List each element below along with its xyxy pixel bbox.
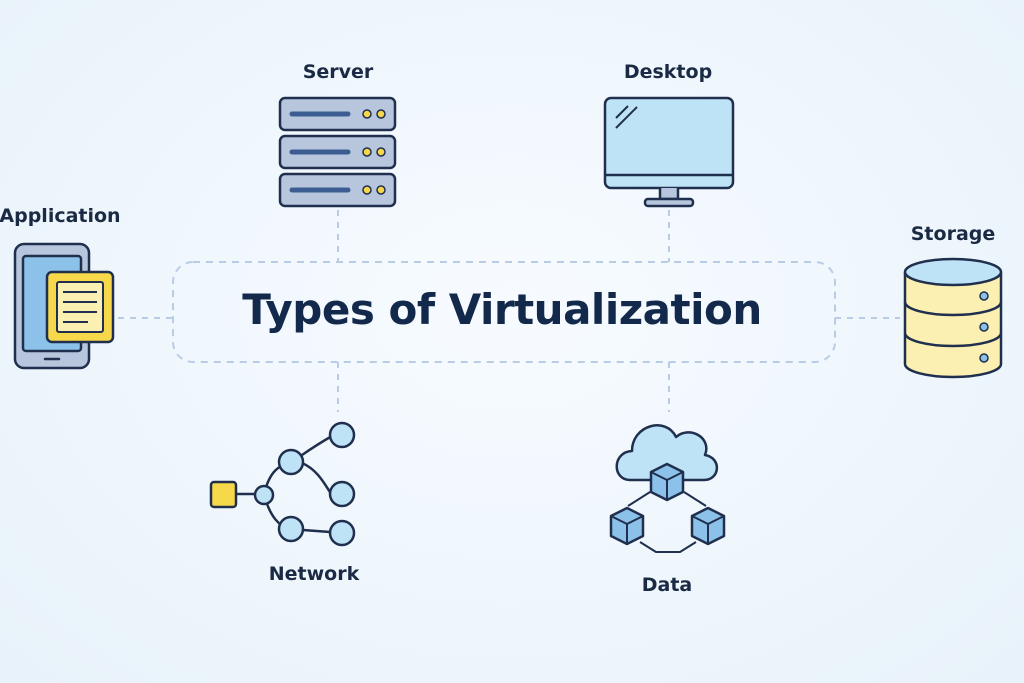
title-box (172, 261, 836, 363)
diagram-title: Types of Virtualization (242, 285, 762, 334)
tablet-app-icon (13, 242, 115, 370)
label-desktop: Desktop (623, 61, 713, 83)
label-server: Server (302, 61, 374, 83)
label-storage: Storage (910, 223, 996, 245)
label-application: Application (0, 205, 121, 227)
connectors (118, 210, 900, 412)
label-data: Data (641, 574, 693, 596)
database-cylinder-icon (903, 257, 1003, 379)
monitor-icon (603, 96, 735, 208)
network-tree-icon (209, 421, 356, 547)
label-network: Network (268, 563, 360, 585)
cloud-cubes-icon (609, 424, 726, 553)
server-rack-icon (278, 96, 397, 208)
